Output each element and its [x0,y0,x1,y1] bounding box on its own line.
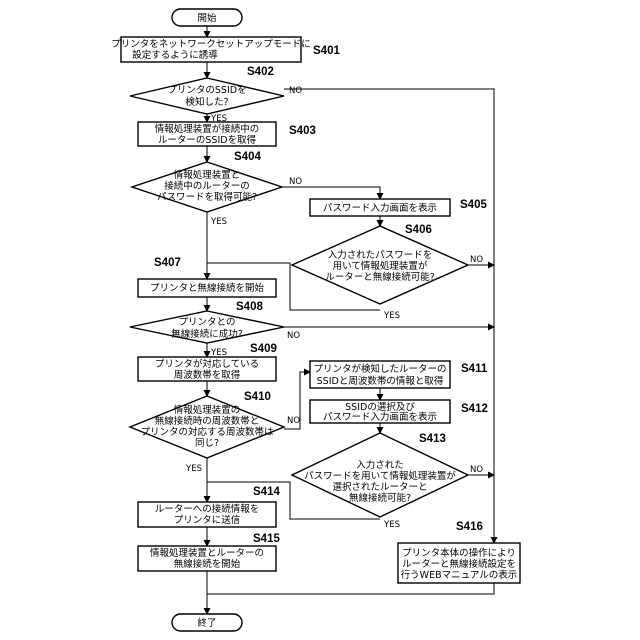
step-s409: プリンタが対応している 周波数帯を取得 [138,357,276,381]
no-label-s404: NO [289,177,302,187]
decision-s408-line-2: 無線接続に成功? [171,328,243,340]
step-s407: プリンタと無線接続を開始 [138,279,276,297]
decision-s402-line-1: プリンタのSSIDを [167,85,246,96]
step-s411-line-2: SSIDと周波数帯の情報と取得 [317,375,444,387]
step-s416-line-1: プリンタ本体の操作により [402,547,516,559]
no-label-s402: NO [289,86,302,96]
step-s415-line-2: 無線接続を開始 [174,558,241,570]
step-s414: ルーターへの接続情報を プリンタに送信 [138,502,276,527]
decision-s410: 情報処理装置の 無線接続時の周波数帯と プリンタの対応する周波数帯は 同じ? [130,396,284,458]
step-s411-line-1: プリンタが検知したルーターの [313,363,446,375]
step-s403-line-1: 情報処理装置が接続中の [155,123,260,135]
step-s403: 情報処理装置が接続中の ルーターのSSIDを取得 [138,122,276,146]
decision-s402: プリンタのSSIDを 検知した? [130,78,284,114]
step-s403-line-2: ルーターのSSIDを取得 [158,134,257,146]
step-s409-line-2: 周波数帯を取得 [174,369,241,381]
decision-s410-line-3: プリンタの対応する周波数帯は [140,426,274,438]
step-s401-line-1: プリンタをネットワークセットアップモードに [111,39,311,50]
yes-label-s410: YES [185,464,202,474]
step-s412-line-2: パスワード入力画面を表示 [323,411,437,423]
decision-s410-line-1: 情報処理装置の [174,404,241,416]
step-s401: プリンタをネットワークセットアップモードに 設定するように誘導 [111,37,311,62]
step-s415-line-1: 情報処理装置とルーターの [150,547,264,559]
start-terminal: 開始 [172,9,242,26]
end-terminal: 終了 [172,614,242,631]
step-id-s411: S411 [461,363,488,375]
decision-s406-line-1: 入力されたパスワードを [328,249,433,261]
step-id-s405: S405 [460,199,487,211]
step-id-s407: S407 [154,257,181,269]
step-s412: SSIDの選択及び パスワード入力画面を表示 [310,400,450,423]
step-id-s410: S410 [244,391,271,403]
yes-label-s404: YES [210,217,227,227]
step-id-s409: S409 [250,343,277,355]
step-s405: パスワード入力画面を表示 [310,199,450,216]
step-s416-line-2: ルーターと無線接続設定を [402,558,516,570]
no-label-s410: NO [287,416,300,426]
decision-s404-line-2: 接続中のルーターの [164,180,250,192]
yes-label-s408: YES [210,348,227,358]
yes-label-s402: YES [210,114,227,124]
decision-s413-line-3: 選択されたルーターと [332,481,427,493]
step-id-s403: S403 [289,125,316,137]
step-id-s414: S414 [253,486,280,498]
no-label-s406: NO [470,255,483,265]
decision-s404-line-1: 情報処理装置と [174,169,241,181]
step-s401-line-2: 設定するように誘導 [132,49,218,61]
step-s414-line-1: ルーターへの接続情報を [155,503,260,515]
step-id-s413: S413 [419,433,446,445]
start-label: 開始 [197,12,217,24]
step-id-s404: S404 [234,151,261,163]
no-label-s408: NO [287,331,300,341]
end-label: 終了 [197,617,216,629]
decision-s406-line-2: 用いて情報処理装置が [333,260,428,272]
step-s416: プリンタ本体の操作により ルーターと無線接続設定を 行うWEBマニュアルの表示 [398,543,520,583]
decision-s406-line-3: ルーターと無線接続可能? [325,271,435,283]
decision-s413-line-1: 入力された [356,459,404,471]
step-s411: プリンタが検知したルーターの SSIDと周波数帯の情報と取得 [310,361,450,388]
decision-s408-line-1: プリンタとの [179,317,236,328]
no-label-s413: NO [470,465,483,475]
step-id-s412: S412 [461,403,488,415]
decision-s408: プリンタとの 無線接続に成功? [130,311,284,343]
step-id-s406: S406 [405,224,432,236]
decision-s410-line-2: 無線接続時の周波数帯と [155,415,260,427]
step-s409-line-1: プリンタが対応している [155,358,259,370]
decision-s413-line-2: パスワードを用いて情報処理装置が [304,470,456,482]
decision-s404-line-3: パスワードを取得可能? [157,191,257,203]
decision-s402-line-2: 検知した? [185,96,228,108]
step-s407-line-1: プリンタと無線接続を開始 [150,282,265,294]
step-s416-line-3: 行うWEBマニュアルの表示 [401,569,518,581]
step-id-s402: S402 [247,66,274,78]
step-s414-line-2: プリンタに送信 [174,514,241,526]
step-id-s415: S415 [253,533,280,545]
decision-s410-line-4: 同じ? [195,438,219,449]
decision-s413: 入力された パスワードを用いて情報処理装置が 選択されたルーターと 無線接続可能… [292,433,468,517]
step-s415: 情報処理装置とルーターの 無線接続を開始 [138,546,276,571]
step-id-s408: S408 [236,301,263,313]
decision-s413-line-4: 無線接続可能? [349,492,411,504]
step-id-s416: S416 [456,521,483,533]
yes-label-s413: YES [383,520,400,530]
decision-s404: 情報処理装置と 接続中のルーターの パスワードを取得可能? [132,162,282,212]
step-s405-line-1: パスワード入力画面を表示 [323,202,437,214]
step-id-s401: S401 [313,45,340,57]
decision-s406: 入力されたパスワードを 用いて情報処理装置が ルーターと無線接続可能? [292,226,468,304]
yes-label-s406: YES [383,311,400,321]
